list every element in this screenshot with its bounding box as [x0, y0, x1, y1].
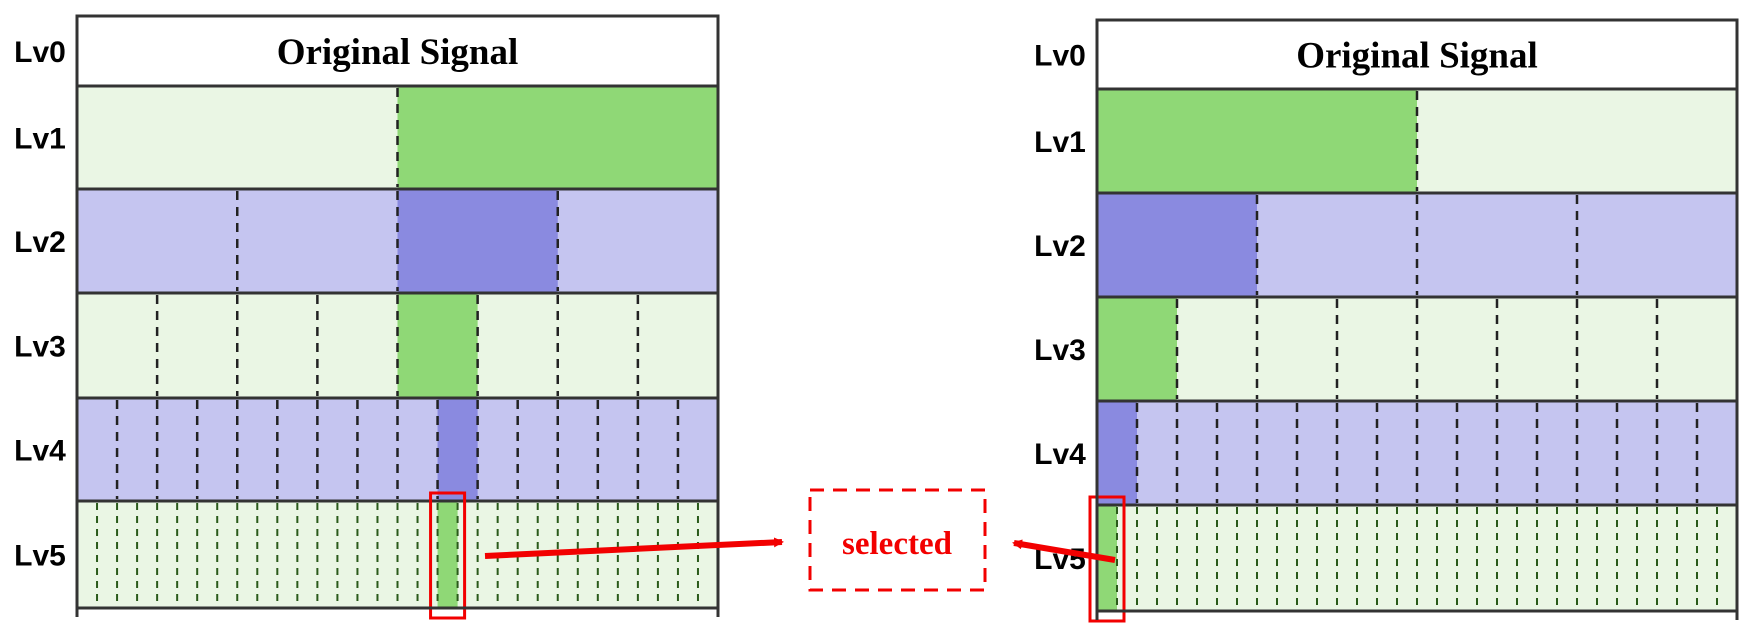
level-label-lv4: Lv4 [14, 435, 66, 468]
selected-callout: selected [484, 488, 1116, 592]
original-signal-box [75, 14, 720, 88]
selected-segment-lv3 [1097, 297, 1177, 401]
level-label-lv2: Lv2 [14, 226, 66, 259]
selected-segment-lv3 [397, 293, 478, 398]
level-label-lv1: Lv1 [14, 123, 66, 156]
left-arrow [484, 537, 784, 559]
level-label-lv3: Lv3 [14, 331, 66, 364]
original-signal-title: Original Signal [277, 32, 519, 73]
selected-segment-lv4 [1097, 401, 1137, 505]
original-signal-title: Original Signal [1296, 36, 1538, 77]
right-arrow [1012, 539, 1116, 563]
level-label-lv2: Lv2 [1034, 230, 1086, 263]
level-label-lv4: Lv4 [1034, 438, 1086, 471]
selected-segment-lv4 [437, 398, 478, 501]
level-label-lv0: Lv0 [1034, 40, 1086, 73]
selected-segment-lv2 [1097, 193, 1257, 297]
selected-segment-lv1 [1097, 89, 1417, 193]
level-label-lv0: Lv0 [14, 36, 66, 69]
level-label-lv5: Lv5 [14, 540, 66, 573]
selected-segment-lv5 [437, 501, 458, 608]
level-label-lv3: Lv3 [1034, 334, 1086, 367]
selected-segment-lv2 [397, 189, 558, 293]
selected-highlight-box [1088, 495, 1126, 623]
selected-highlight-box [429, 491, 467, 620]
selected-segment-lv1 [397, 86, 718, 189]
level-label-lv1: Lv1 [1034, 126, 1086, 159]
selected-label: selected [842, 526, 952, 562]
